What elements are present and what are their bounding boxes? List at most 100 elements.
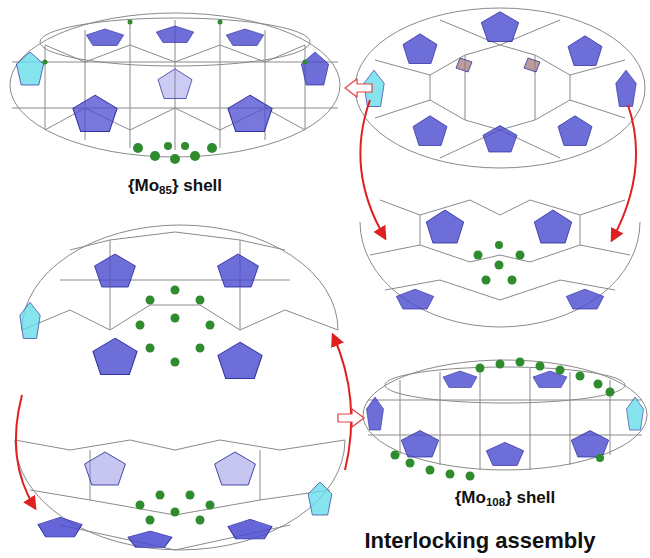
label-part: {Mo [128, 176, 159, 195]
shell-grid [368, 368, 642, 470]
atom [196, 344, 205, 353]
caption-label: Interlocking assembly [364, 528, 595, 554]
shell-outline [355, 8, 645, 168]
atom [495, 261, 504, 270]
pentagonal-unit [215, 452, 256, 485]
mo-polyhedra [396, 210, 603, 309]
atom [206, 501, 215, 510]
linker-unit [524, 58, 540, 72]
atom [196, 516, 205, 525]
atom [426, 466, 435, 475]
atom [594, 380, 603, 389]
label-part: 108 [486, 496, 505, 508]
pentagonal-unit [401, 431, 438, 457]
pentagonal-unit [38, 517, 82, 537]
atom [495, 241, 503, 249]
lower-bowl [360, 200, 640, 327]
open-arrows [338, 79, 372, 427]
shell-grid [12, 20, 338, 150]
atom [516, 251, 525, 260]
pentagonal-unit [426, 210, 463, 243]
pentagonal-unit [486, 442, 523, 465]
mo108-side-view [363, 360, 647, 470]
top-view [355, 8, 645, 168]
pentagonal-unit [396, 289, 433, 309]
atom [128, 20, 133, 25]
curved-arrow [360, 100, 385, 238]
curved-arrow [16, 395, 35, 508]
pentagonal-unit [367, 397, 384, 430]
green-atoms [391, 358, 615, 481]
shell-outline [22, 225, 338, 330]
pentagonal-unit [73, 95, 117, 131]
green-atoms [136, 491, 215, 525]
pentagonal-unit [218, 342, 262, 378]
atom [606, 388, 615, 397]
pentagonal-unit [20, 302, 40, 338]
shell-outline [15, 440, 345, 550]
atom [136, 501, 145, 510]
pentagonal-unit [403, 34, 437, 64]
atom [207, 143, 217, 153]
shell-outline [10, 13, 340, 157]
atom [170, 154, 180, 164]
pentagonal-unit [566, 289, 603, 309]
atom [171, 508, 180, 517]
shell-grid [15, 440, 345, 550]
atom [136, 321, 145, 330]
pentagonal-unit [568, 36, 602, 66]
atom [133, 143, 143, 153]
atom [43, 60, 48, 65]
label-part: } shell [505, 488, 555, 507]
atom [303, 60, 308, 65]
pentagonal-unit [228, 519, 272, 539]
pentagonal-unit [95, 254, 136, 287]
atom [474, 251, 483, 260]
red-curved-arrows [16, 100, 636, 508]
atom [516, 358, 525, 367]
curved-arrow [612, 105, 636, 240]
pentagonal-unit [226, 29, 263, 46]
atom [482, 276, 491, 285]
green-atoms [43, 20, 308, 165]
mo-polyhedra [38, 452, 332, 548]
atom [391, 451, 400, 460]
atom [406, 459, 415, 468]
linker-unit [456, 58, 472, 72]
caption-label: {Mo108} shell [455, 488, 556, 508]
label-part: {Mo [455, 488, 486, 507]
atom [196, 296, 205, 305]
atom [146, 516, 155, 525]
shell-outline [363, 360, 647, 470]
atom [466, 472, 475, 481]
pentagonal-unit [558, 116, 592, 146]
pentagonal-unit [483, 126, 517, 152]
atom [190, 151, 200, 161]
atom [164, 142, 172, 150]
mo-polyhedra [364, 12, 636, 152]
curved-arrow [333, 335, 351, 470]
shell-rim [385, 367, 625, 403]
atom [496, 360, 505, 369]
shell-outline [360, 222, 640, 327]
pentagonal-unit [86, 29, 123, 46]
atom [186, 491, 195, 500]
atom [171, 314, 180, 323]
caption-label: {Mo85} shell [128, 176, 222, 196]
lower-half [15, 440, 345, 550]
atom [576, 372, 585, 381]
atom [146, 344, 155, 353]
pentagonal-unit [308, 482, 332, 515]
pentagonal-unit [301, 52, 328, 85]
mo-polyhedra [367, 371, 644, 466]
shell-grid [370, 200, 630, 300]
green-atoms [136, 286, 215, 367]
atom [181, 142, 189, 150]
pentagonal-unit [443, 371, 477, 388]
pentagonal-unit [413, 116, 447, 146]
pentagonal-unit [128, 531, 172, 548]
label-part: 85 [159, 184, 172, 196]
atom [596, 454, 604, 462]
block-arrow [338, 409, 364, 427]
mo-polyhedra [20, 254, 262, 379]
